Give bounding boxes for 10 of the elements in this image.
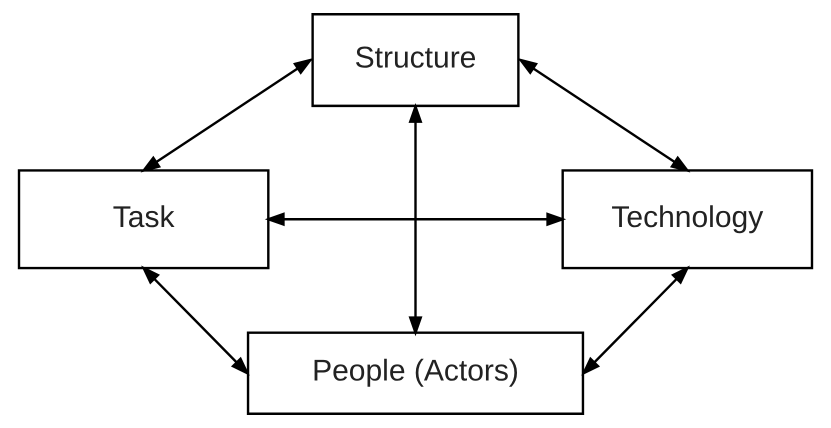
arrow <box>581 265 690 376</box>
node-box: Task <box>18 169 270 270</box>
node-box: Technology <box>561 169 814 270</box>
arrow <box>141 265 250 376</box>
arrow <box>518 58 690 172</box>
arrow <box>140 58 314 172</box>
node-box: People (Actors) <box>246 331 584 415</box>
arrow <box>264 212 566 226</box>
arrow <box>408 102 422 336</box>
node-box: Structure <box>311 13 520 108</box>
